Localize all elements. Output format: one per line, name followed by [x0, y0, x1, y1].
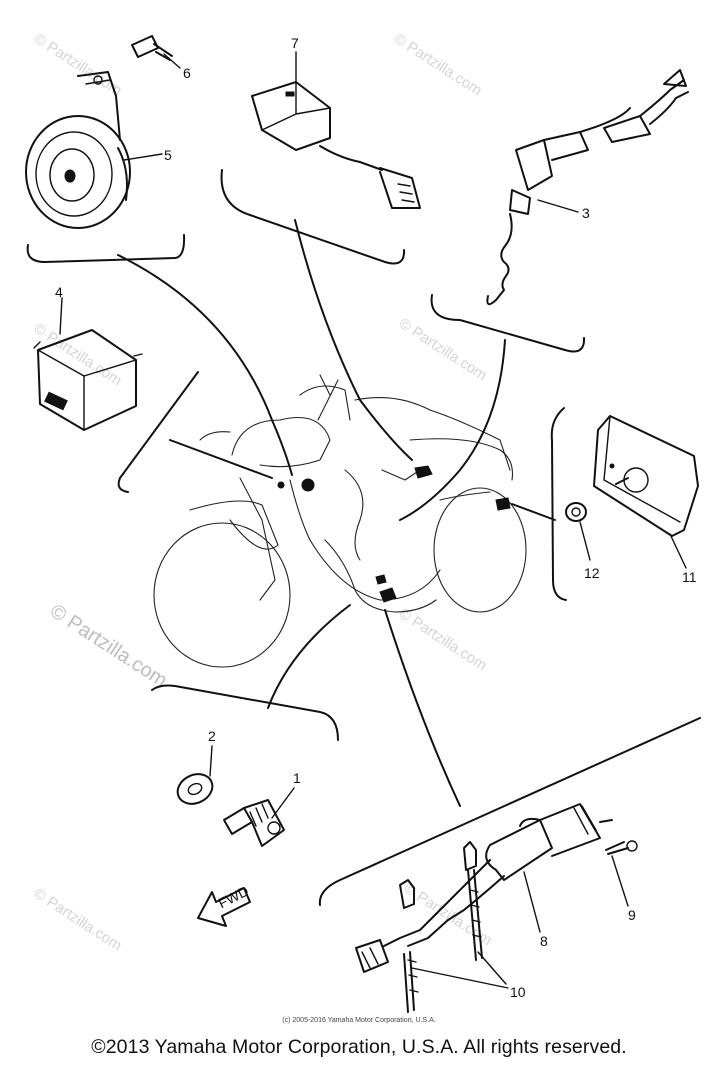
- diagram-copyright: (c) 2005-2016 Yamaha Motor Corporation, …: [282, 1017, 436, 1024]
- callout-numbers: 1 2 3 4 5 6 7 8 9 10 11 12: [55, 35, 697, 1000]
- washer-part-2: [176, 773, 214, 805]
- cable-ties-part-10: [399, 841, 483, 1013]
- callout-6: 6: [183, 65, 191, 81]
- bolt-part-6: [131, 35, 173, 61]
- callout-11: 11: [682, 569, 697, 585]
- nut-part-12: [565, 502, 587, 522]
- bolt-part-9: [605, 840, 638, 855]
- fwd-label: FWD: [215, 883, 251, 912]
- motorcycle-outline: [153, 374, 527, 668]
- callout-12: 12: [584, 565, 600, 581]
- callout-7: 7: [291, 35, 299, 51]
- callout-3: 3: [582, 205, 590, 221]
- horn-part: [25, 71, 131, 229]
- callout-leaders: [59, 51, 687, 989]
- callout-2: 2: [208, 728, 216, 744]
- callout-5: 5: [164, 147, 172, 163]
- switch-part-3: [486, 69, 689, 306]
- flasher-part-4: [33, 329, 143, 431]
- callout-10: 10: [510, 984, 526, 1000]
- leader-lines: [117, 219, 556, 807]
- plate-part-11: [593, 415, 699, 537]
- relay-part-7: [251, 81, 421, 209]
- switch-part-8: [355, 803, 613, 973]
- group-brackets: [26, 169, 701, 906]
- footer-copyright: ©2013 Yamaha Motor Corporation, U.S.A. A…: [91, 1036, 627, 1058]
- callout-8: 8: [540, 933, 548, 949]
- callout-9: 9: [628, 907, 636, 923]
- callout-1: 1: [293, 770, 301, 786]
- callout-4: 4: [55, 284, 63, 300]
- front-direction-arrow: FWD: [197, 883, 251, 927]
- switch-part-1: [223, 799, 285, 847]
